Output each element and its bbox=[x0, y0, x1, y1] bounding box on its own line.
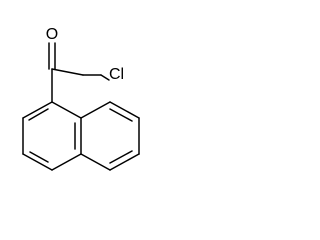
ring-bond-10 bbox=[109, 153, 140, 171]
ring-bond-6 bbox=[51, 101, 82, 119]
ring-double-1 bbox=[28, 108, 49, 121]
atom-label-oxygen: O bbox=[46, 26, 58, 43]
ring-bond-8 bbox=[109, 101, 140, 119]
atom-label-chlorine: Cl bbox=[109, 66, 124, 83]
ring-bond-11 bbox=[80, 153, 111, 171]
ring-bond-7 bbox=[80, 101, 111, 119]
ring-bond-1 bbox=[22, 101, 53, 119]
ring-double-2 bbox=[29, 151, 49, 163]
ring-bond-4 bbox=[51, 153, 82, 171]
ring-double-5 bbox=[109, 150, 133, 164]
ring-bond-3 bbox=[22, 153, 53, 171]
ring-double-4 bbox=[109, 108, 133, 122]
bond-carbonyl-to-ch2 bbox=[51, 68, 84, 76]
bond-ch2-to-cl-2 bbox=[100, 74, 110, 81]
molecule-structure: O Cl bbox=[22, 26, 140, 171]
